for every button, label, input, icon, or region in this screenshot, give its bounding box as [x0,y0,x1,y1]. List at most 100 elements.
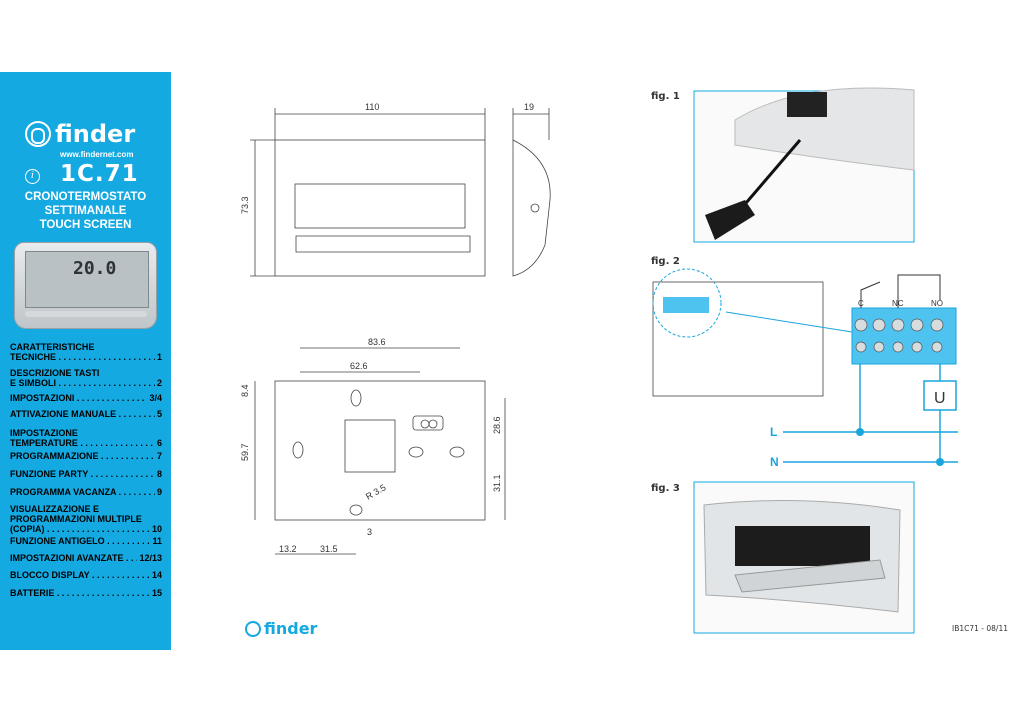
dim-73-3: 73.3 [240,196,250,214]
toc-entry-line: (COPIA)10 [10,524,162,534]
dim-83-6: 83.6 [368,337,386,347]
terminal-nc: NC [892,299,904,308]
toc-title: PROGRAMMA VACANZA [10,487,155,497]
dim-3: 3 [367,527,372,537]
toc-item: PROGRAMMAZIONE7 [10,451,162,461]
toc-page: 8 [156,469,162,479]
thermostat-photo: 20.0 [14,242,157,329]
toc-title: (COPIA) [10,524,150,534]
toc-entry-line: TEMPERATURE6 [10,438,162,448]
toc-item: FUNZIONE PARTY8 [10,469,162,479]
toc-page: 2 [156,378,162,388]
fig3-label: fig. 3 [651,483,680,494]
toc-entry-line: FUNZIONE PARTY8 [10,469,162,479]
footer-logo: finder [245,619,317,638]
line-n-label: N [770,455,779,469]
toc-title: FUNZIONE PARTY [10,469,155,479]
toc-entry-line: E SIMBOLI2 [10,378,162,388]
info-icon: i [25,169,40,184]
front-view-outline [274,139,486,277]
front-view-display [294,183,466,229]
toc-page: 11 [152,536,162,546]
finder-logo-icon [245,620,261,637]
model-number: 1C.71 [60,161,139,187]
dim-r3-5: R 3.5 [364,482,388,501]
front-view-bezel [295,235,471,253]
fig3-photo [693,481,915,634]
dim-62-6: 62.6 [350,361,368,371]
toc-title: VISUALIZZAZIONE E [10,504,100,514]
toc-page: 1 [156,352,162,362]
terminal-no: NO [931,299,943,308]
toc-page: 14 [151,570,162,580]
toc-title: BATTERIE [10,588,150,598]
device-button-bar [25,311,147,317]
toc-page: 15 [151,588,162,598]
finder-logo-icon [25,121,51,147]
toc-page: 9 [156,487,162,497]
dim-8-4: 8.4 [240,384,250,397]
toc-page: 10 [151,524,162,534]
dim-31-5: 31.5 [320,544,338,554]
device-temperature: 20.0 [73,258,117,279]
product-title-line-3: TOUCH SCREEN [39,219,132,231]
website: www.findernet.com [60,150,134,159]
fig1-label: fig. 1 [651,91,680,102]
dim-19: 19 [524,102,534,112]
toc-title: FUNZIONE ANTIGELO [10,536,150,546]
line-l-label: L [770,425,777,439]
toc-entry-line: FUNZIONE ANTIGELO11 [10,536,162,546]
toc-entry-line: BATTERIE15 [10,588,162,598]
footer-brand: finder [264,619,318,638]
toc-item: ATTIVAZIONE MANUALE5 [10,409,162,419]
toc-title: CARATTERISTICHE [10,342,95,352]
back-plate-outline [274,380,486,521]
load-label: U [934,390,946,407]
toc-title: TECNICHE [10,352,155,362]
toc-title: ATTIVAZIONE MANUALE [10,409,155,419]
product-title-line-1: CRONOTERMOSTATO [24,191,147,203]
toc-entry-line: IMPOSTAZIONI AVANZATE . .12/13 [10,553,162,563]
back-plate-cutout [344,419,396,473]
fig2-label: fig. 2 [651,256,680,267]
toc-title: IMPOSTAZIONI [10,393,147,403]
toc-page: 6 [156,438,162,448]
toc-item: IMPOSTAZIONI3/4 [10,393,162,403]
toc-page: 5 [156,409,162,419]
toc-title: TEMPERATURE [10,438,155,448]
side-view-outline [512,139,551,277]
toc-item: BATTERIE15 [10,588,162,598]
toc-title: IMPOSTAZIONI AVANZATE . . [10,553,137,563]
dim-13-2: 13.2 [279,544,297,554]
toc-title: PROGRAMMAZIONE [10,451,155,461]
toc-title: E SIMBOLI [10,378,155,388]
toc-entry-line: TECNICHE1 [10,352,162,362]
dim-28-6: 28.6 [492,416,502,434]
fig1-photo [693,87,915,243]
toc-title: IMPOSTAZIONE [10,428,78,438]
toc-entry-line: IMPOSTAZIONI3/4 [10,393,162,403]
toc-item: IMPOSTAZIONETEMPERATURE6 [10,428,162,448]
fig2-wiring: C NC NO U L N [652,268,958,469]
toc-entry-line: PROGRAMMA VACANZA9 [10,487,162,497]
terminal-c: C [858,299,864,308]
toc-item: FUNZIONE ANTIGELO11 [10,536,162,546]
toc-page: 3/4 [149,393,162,403]
dim-110: 110 [365,102,379,112]
toc-entry-line: ATTIVAZIONE MANUALE5 [10,409,162,419]
finder-logo: finder [25,120,135,148]
dim-59-7: 59.7 [240,443,250,461]
toc-entry-line: PROGRAMMAZIONE7 [10,451,162,461]
device-screen: 20.0 [25,251,149,308]
toc-page: 12/13 [139,553,162,563]
toc-title: DESCRIZIONE TASTI [10,368,100,378]
toc-page: 7 [156,451,162,461]
document-code: IB1C71 - 08/11 [952,624,1008,633]
toc-title: BLOCCO DISPLAY [10,570,150,580]
toc-title: PROGRAMMAZIONI MULTIPLE [10,514,142,524]
toc-item: IMPOSTAZIONI AVANZATE . .12/13 [10,553,162,563]
brand-name: finder [55,120,136,148]
product-title-line-2: SETTIMANALE [44,205,127,217]
